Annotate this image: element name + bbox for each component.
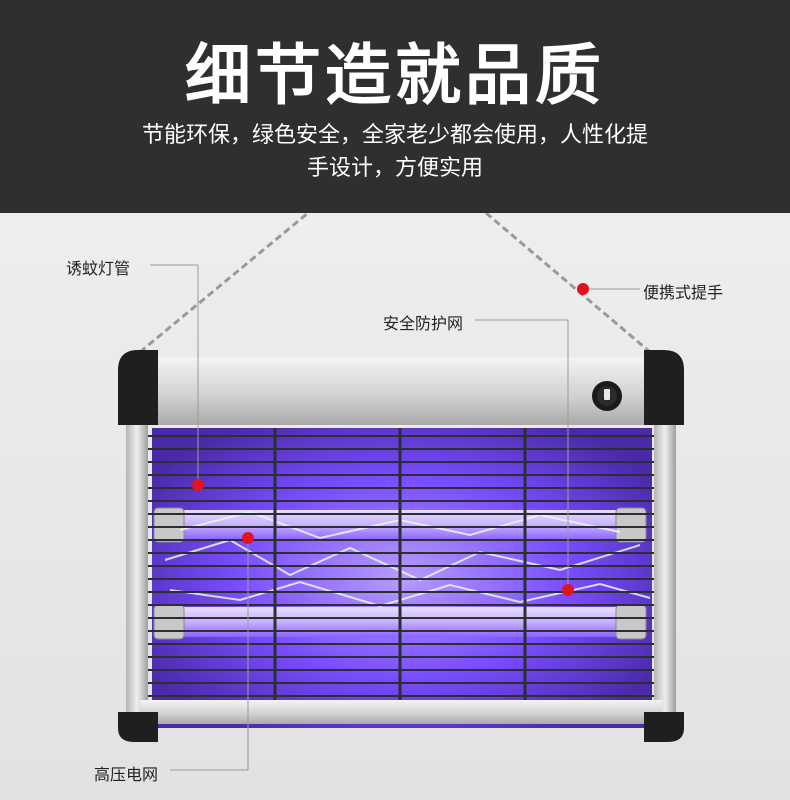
corner-cap [118, 350, 158, 425]
right-rail [654, 420, 676, 725]
chain-icon [139, 213, 651, 354]
left-rail [126, 420, 148, 725]
tube-cap [153, 604, 185, 640]
callout-lamp-tube: 诱蚊灯管 [66, 259, 131, 278]
high-voltage-grid [148, 428, 654, 700]
bottom-tray [140, 700, 662, 724]
product-illustration [118, 213, 684, 771]
tube-cap [615, 507, 647, 543]
corner-cap [644, 712, 684, 742]
page-title: 细节造就品质 [185, 37, 605, 114]
callout-guard-net: 安全防护网 [383, 314, 464, 333]
callout-high-voltage-grid: 高压电网 [94, 765, 159, 784]
tube-cap [153, 507, 185, 543]
subtitle-line-1: 节能环保，绿色安全，全家老少都会使用，人性化提 [141, 123, 648, 148]
subtitle-line-2: 手设计，方便实用 [306, 156, 483, 181]
power-switch-icon[interactable] [592, 381, 622, 411]
top-housing [140, 357, 662, 425]
corner-cap [118, 712, 158, 742]
callout-handle: 便携式提手 [643, 283, 724, 302]
leader-lines [150, 264, 640, 771]
tube-cap [615, 604, 647, 640]
corner-cap [644, 350, 684, 425]
header-banner: 细节造就品质 节能环保，绿色安全，全家老少都会使用，人性化提 手设计，方便实用 [0, 0, 790, 213]
callout-markers [192, 283, 589, 596]
